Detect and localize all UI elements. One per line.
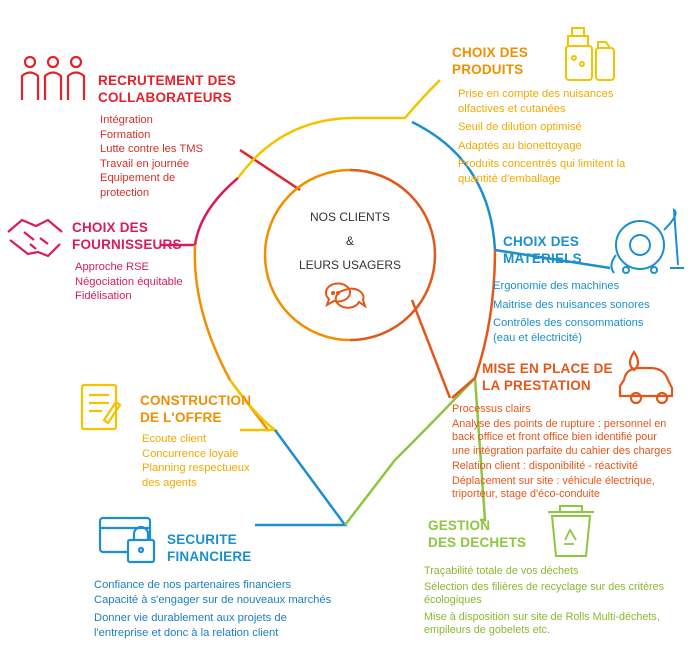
section-items-produits: Prise en compte des nuisances olfactives… [458,87,625,187]
pin-segment-dark-orange [451,249,497,399]
list-item: Concurrence loyale [142,447,239,460]
pin-segment-blue-bottom [255,429,348,527]
padlock-card-icon [98,516,156,564]
list-item: back office et front office bien identif… [452,431,657,444]
list-item: Fidélisation [75,290,132,303]
pin-segment-magenta [193,177,239,246]
document-icon [80,383,122,431]
list-item: Intégration [100,114,153,126]
title-line: GESTION [428,518,491,533]
list-item: Relation client : disponibilité - réacti… [452,459,639,472]
list-item: une intégration parfaite du cahier des c… [452,444,672,457]
list-item: Ergonomie des machines [493,280,620,292]
list-item: Processus clairs [452,403,531,415]
list-item: Equipement de [100,172,176,185]
handshake-icon [7,218,63,258]
title-line: DES DECHETS [428,535,527,550]
section-items-materiels: Ergonomie des machines Maitrise des nuis… [493,279,650,345]
recycle-bin-icon [548,505,594,557]
list-item: Adaptés au bionettoyage [458,139,582,152]
list-item: écologiques [424,594,482,607]
section-items-dechets: Traçabilité totale de vos déchets Sélect… [424,565,664,637]
inner-circle-link [410,299,452,399]
pin-segment-yellow-left [228,379,279,432]
section-items-prestation: Processus clairs Analyse des points de r… [452,403,672,501]
list-item: Donner vie durablement aux projets de [94,612,287,625]
title-line: RECRUTEMENT DES [98,73,237,88]
list-item: Traçabilité totale de vos déchets [424,565,579,577]
list-item: Déplacement sur site : véhicule électriq… [452,475,655,488]
list-item: olfactives et cutanées [458,102,566,115]
title-line: CHOIX DES [503,234,580,249]
title-line: CHOIX DES [72,220,149,235]
list-item: triporteur, stage d'éco-conduite [452,488,600,501]
list-item: Prise en compte des nuisances [458,88,614,100]
section-title-produits: CHOIX DES PRODUITS [452,44,528,78]
pin-segment-yellow-top [236,79,441,179]
list-item: quantité d'emballage [458,172,561,185]
list-item: Mise à disposition sur site de Rolls Mul… [424,610,660,623]
list-item: Approche RSE [75,261,150,273]
title-line: SECURITE [167,532,237,547]
section-items-offre: Ecoute client Concurrence loyale Plannin… [142,432,250,490]
section-items-fournisseurs: Approche RSE Négociation équitable Fidél… [75,260,183,304]
bottles-icon [565,27,615,81]
title-line: FOURNISSEURS [72,237,182,252]
list-item: Produits concentrés qui limitent la [458,158,626,171]
list-item: protection [100,186,150,199]
title-line: MISE EN PLACE DE [482,361,613,376]
inner-circle-right [349,168,437,342]
chat-bubbles-icon [324,282,367,309]
section-items-recrutement: Intégration Formation Lutte contre les T… [100,113,203,201]
people-icon [20,55,86,100]
list-item: des agents [142,476,197,489]
list-item: Confiance de nos partenaires financiers [94,579,292,591]
list-item: empileurs de gobelets etc. [424,623,551,636]
list-item: Contrôles des consommations [493,317,644,330]
title-line: LA PRESTATION [482,378,591,393]
section-title-securite: SECURITE FINANCIERE [167,531,252,565]
eco-car-icon [618,350,674,405]
inner-circle-left [263,168,351,342]
center-line-3: LEURS USAGERS [298,258,402,272]
section-title-fournisseurs: CHOIX DES FOURNISSEURS [72,219,182,253]
pin-segment-red [239,148,301,192]
list-item: Ecoute client [142,433,207,445]
title-line: DE L'OFFRE [140,410,222,425]
section-title-offre: CONSTRUCTION DE L'OFFRE [140,392,251,426]
section-items-securite: Confiance de nos partenaires financiers … [94,578,331,640]
section-title-materiels: CHOIX DES MATERIELS [503,233,582,267]
list-item: Sélection des filières de recyclage sur … [424,581,665,594]
list-item: Capacité à s'engager sur de nouveaux mar… [94,593,332,606]
list-item: Travail en journée [100,157,190,170]
list-item: Négociation équitable [75,275,183,288]
title-line: FINANCIERE [167,549,252,564]
list-item: (eau et électricité) [493,331,582,344]
title-line: CONSTRUCTION [140,393,252,408]
title-line: CHOIX DES [452,45,529,60]
section-title-dechets: GESTION DES DECHETS [428,517,526,551]
section-title-recrutement: RECRUTEMENT DES COLLABORATEURS [98,72,236,106]
pin-segment-blue-right [411,120,611,270]
title-line: PRODUITS [452,62,524,77]
list-item: Planning respectueux [142,462,250,475]
list-item: Maitrise des nuisances sonores [493,298,650,311]
list-item: l'entreprise et donc à la relation clien… [94,626,279,639]
list-item: Analyse des points de rupture : personne… [452,418,667,431]
section-title-prestation: MISE EN PLACE DE LA PRESTATION [482,360,613,394]
center-title: NOS CLIENTS & LEURS USAGERS [275,210,425,272]
list-item: Lutte contre les TMS [100,143,204,156]
title-line: COLLABORATEURS [98,90,232,105]
list-item: Formation [100,128,151,141]
title-line: MATERIELS [503,251,582,266]
center-line-1: NOS CLIENTS [309,210,390,224]
vacuum-icon [610,208,684,274]
list-item: Seuil de dilution optimisé [458,121,582,134]
center-line-2: & [345,234,354,248]
